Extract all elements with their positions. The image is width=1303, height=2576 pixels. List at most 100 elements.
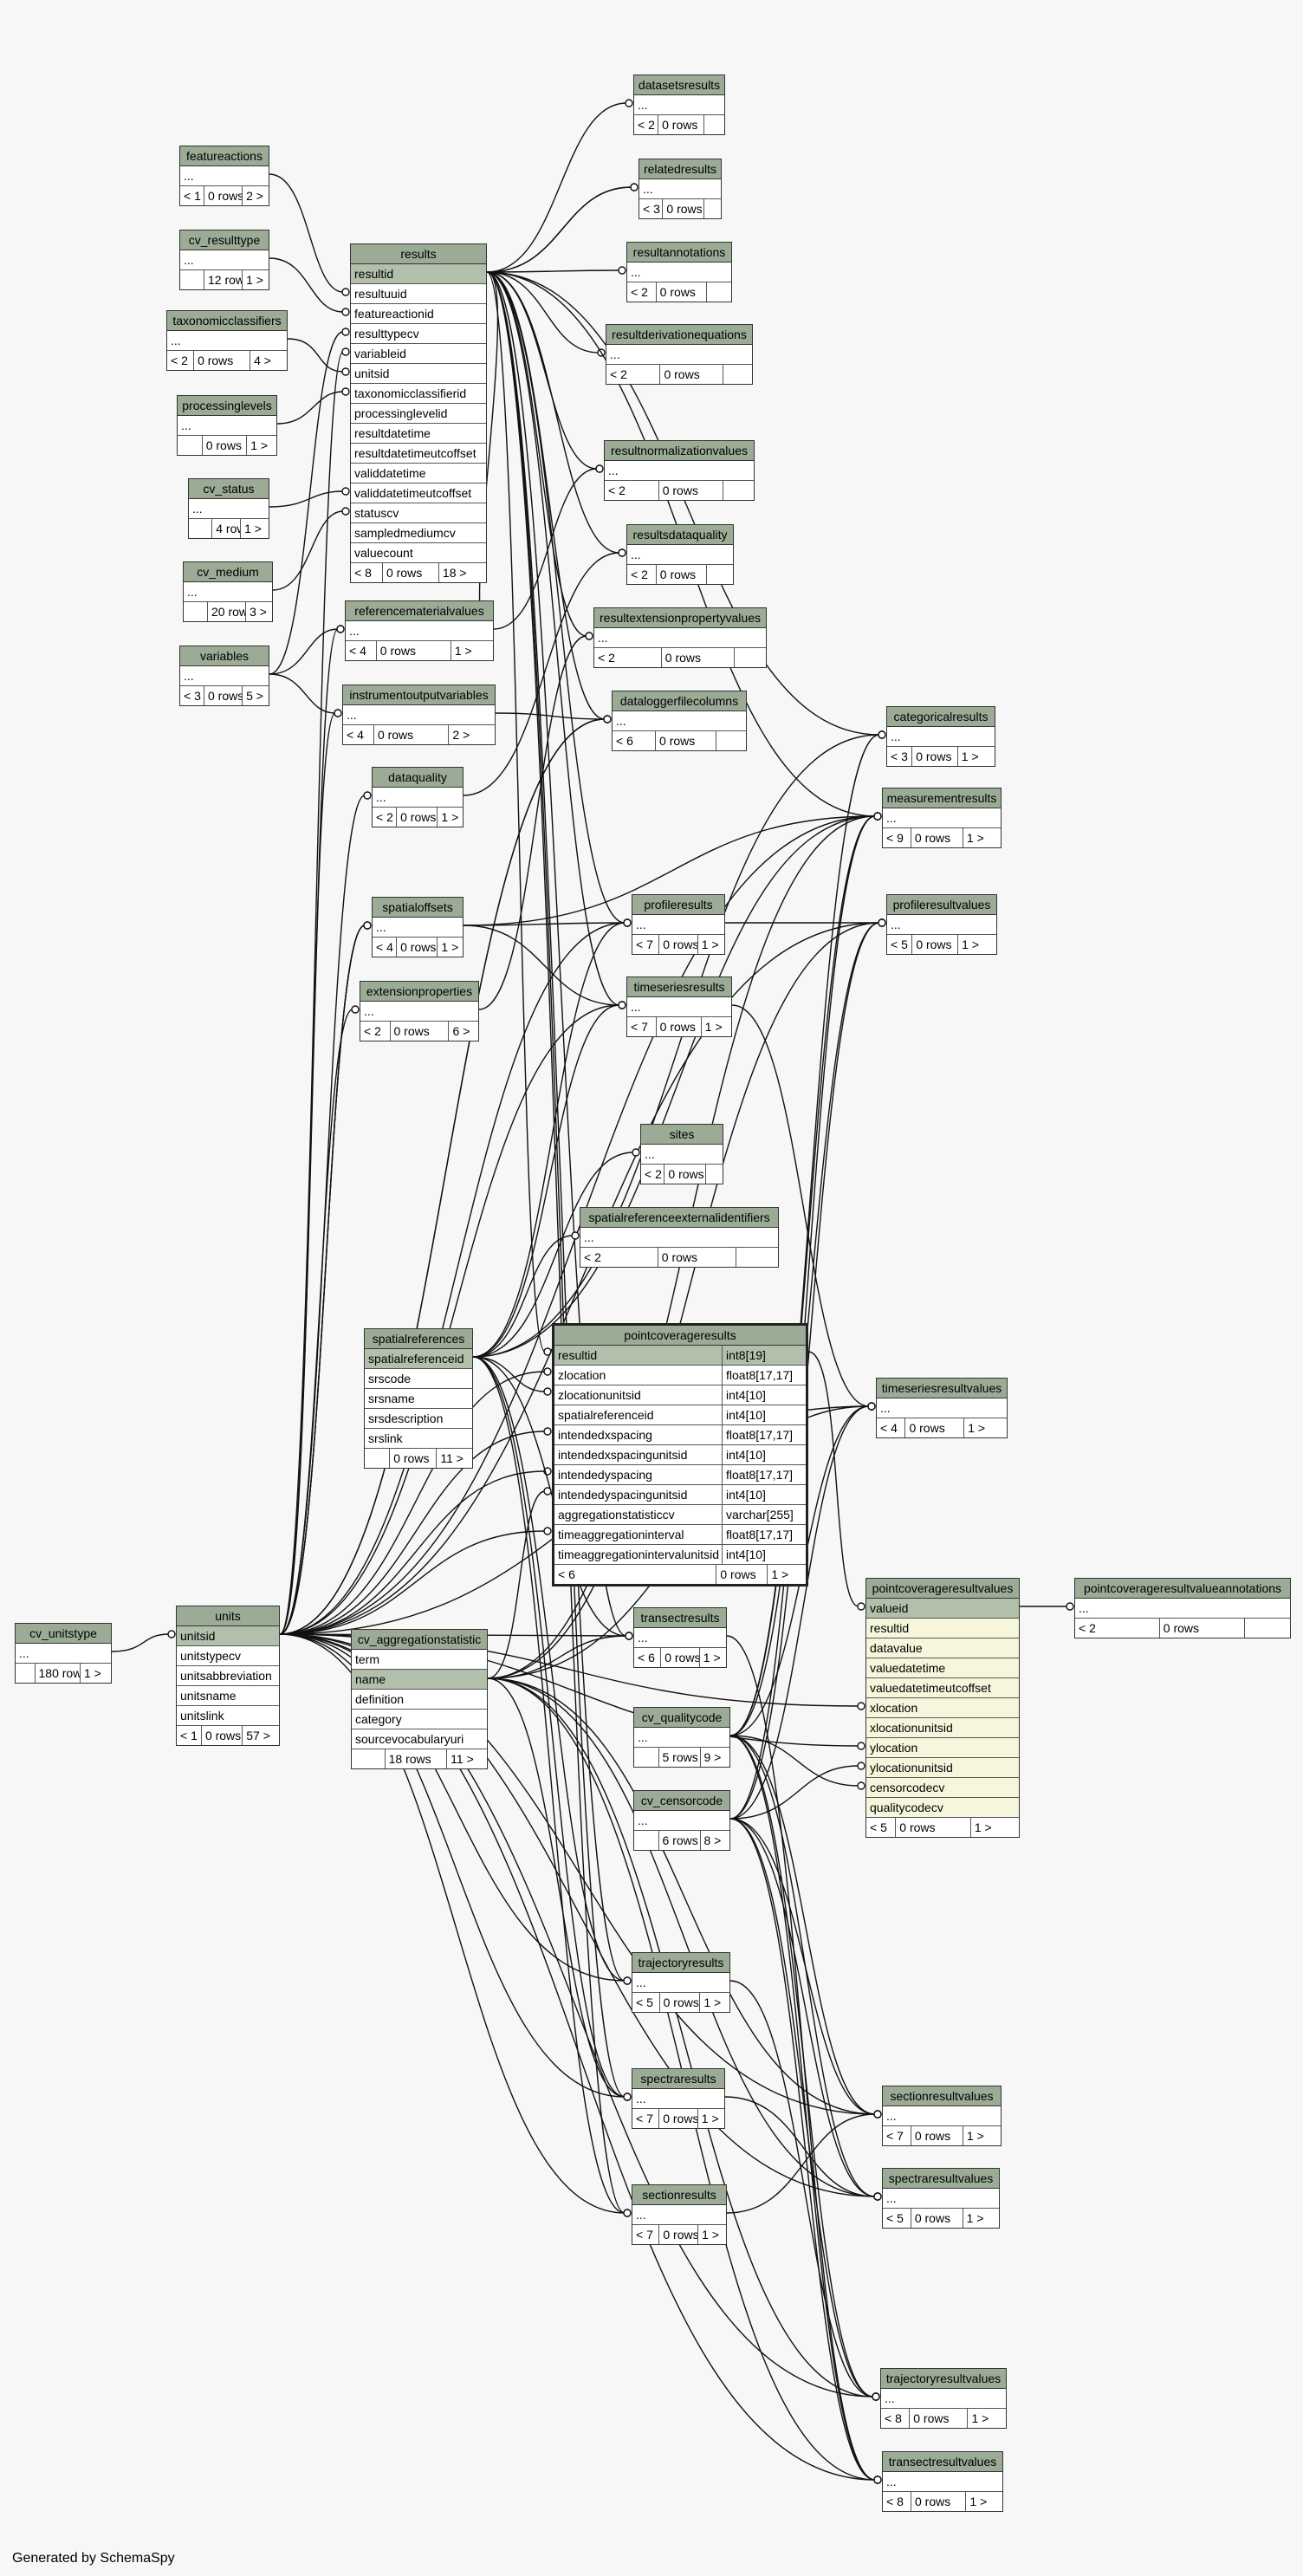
column-row[interactable]: ...	[580, 1228, 778, 1248]
column-row[interactable]: statuscv	[351, 503, 486, 523]
table-spatialreferenceexternalidentifiers[interactable]: spatialreferenceexternalidentifiers...< …	[580, 1207, 779, 1268]
column-row[interactable]: unitsname	[177, 1686, 279, 1706]
column-row[interactable]: ...	[613, 711, 746, 731]
column-row[interactable]: srsdescription	[365, 1409, 472, 1429]
column-row[interactable]: resultdatetimeutcoffset	[351, 444, 486, 464]
column-row[interactable]: ...	[881, 2389, 1006, 2409]
column-row[interactable]: ...	[887, 727, 995, 747]
column-row[interactable]: ...	[178, 416, 276, 436]
column-row[interactable]: ...	[360, 1002, 478, 1022]
column-row[interactable]: unitslink	[177, 1706, 279, 1726]
column-row[interactable]: category	[352, 1710, 487, 1729]
column-row[interactable]: ...	[373, 788, 463, 808]
column-row[interactable]: ...	[594, 628, 766, 648]
column-row[interactable]: ...	[632, 2205, 726, 2225]
column-row[interactable]: variableid	[351, 344, 486, 364]
column-row[interactable]: ...	[877, 1398, 1007, 1418]
table-cv-medium[interactable]: cv_medium...20 rows3 >	[183, 561, 273, 622]
column-row[interactable]: valuedatetime	[866, 1658, 1019, 1678]
column-row[interactable]: ...	[343, 705, 495, 725]
column-row[interactable]: ...	[887, 915, 996, 935]
column-row[interactable]: ...	[627, 545, 733, 565]
column-row[interactable]: definition	[352, 1690, 487, 1710]
column-row[interactable]: validdatetimeutcoffset	[351, 483, 486, 503]
column-row[interactable]: unitsid	[177, 1626, 279, 1646]
column-row[interactable]: ...	[373, 918, 463, 938]
column-row[interactable]: term	[352, 1650, 487, 1670]
column-row[interactable]: ...	[16, 1644, 111, 1664]
column-row[interactable]: qualitycodecv	[866, 1798, 1019, 1818]
column-row[interactable]: ...	[1075, 1599, 1290, 1619]
column-row[interactable]: ...	[634, 95, 724, 115]
column-row[interactable]: censorcodecv	[866, 1778, 1019, 1798]
column-row[interactable]: featureactionid	[351, 304, 486, 324]
column-row[interactable]: resultid	[866, 1619, 1019, 1638]
column-row[interactable]: ...	[883, 808, 1001, 828]
column-row[interactable]: datavalue	[866, 1638, 1019, 1658]
column-row[interactable]: srslink	[365, 1429, 472, 1449]
column-row[interactable]: spatialreferenceid	[365, 1349, 472, 1369]
column-row[interactable]: ...	[605, 461, 754, 481]
column-row[interactable]: unitsid	[351, 364, 486, 384]
column-row[interactable]: ...	[634, 1728, 729, 1748]
column-row[interactable]: sampledmediumcv	[351, 523, 486, 543]
column-row[interactable]: resultdatetime	[351, 424, 486, 444]
column-row[interactable]: processinglevelid	[351, 404, 486, 424]
column-row[interactable]: name	[352, 1670, 487, 1690]
column-row[interactable]: ...	[627, 263, 731, 282]
column-row[interactable]: resultuuid	[351, 284, 486, 304]
column-row[interactable]: ...	[627, 997, 731, 1017]
column-row[interactable]: ...	[639, 179, 721, 199]
column-row[interactable]: valuecount	[351, 543, 486, 563]
column-row[interactable]: unitsabbreviation	[177, 1666, 279, 1686]
column-row[interactable]: unitstypecv	[177, 1646, 279, 1666]
column-row[interactable]: srscode	[365, 1369, 472, 1389]
column-row[interactable]: valueid	[866, 1599, 1019, 1619]
column-row[interactable]: ...	[883, 2472, 1002, 2492]
column-row[interactable]: ...	[189, 499, 269, 519]
column-row[interactable]: ...	[184, 582, 272, 602]
column-row[interactable]: resulttypecv	[351, 324, 486, 344]
column-row[interactable]: ...	[634, 1811, 729, 1831]
column-row[interactable]: taxonomicclassifierid	[351, 384, 486, 404]
